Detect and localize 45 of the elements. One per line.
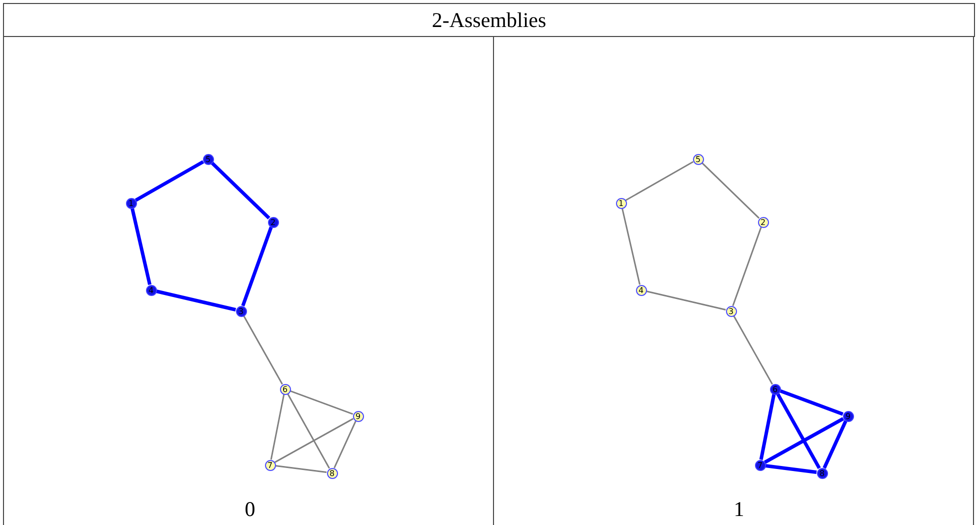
vertex-circle: 6 xyxy=(770,384,780,394)
vertex-circle: 1 xyxy=(616,198,626,208)
graph-edge xyxy=(156,290,236,312)
vertex-circle: 5 xyxy=(692,154,704,164)
graph-edge xyxy=(274,418,354,463)
vertex-circle: 8 xyxy=(816,468,828,478)
graph-edge xyxy=(701,162,760,219)
graph-edge xyxy=(780,389,844,416)
vertex-circle: 3 xyxy=(726,306,736,316)
vertex-circle: 9 xyxy=(842,410,854,422)
graph-edge xyxy=(822,420,848,469)
vertex-circle: 8 xyxy=(326,468,338,478)
graph-edge xyxy=(243,315,283,385)
vertex-circle: 2 xyxy=(268,216,278,228)
graph-edge xyxy=(733,315,773,385)
graph-edge xyxy=(270,394,285,460)
header-title: 2-Assemblies xyxy=(3,3,975,37)
panel-number: 1 xyxy=(734,497,744,522)
vertex-circle: 1 xyxy=(126,198,136,208)
graph-edge xyxy=(646,290,726,310)
vertex-circle: 2 xyxy=(758,216,768,228)
graph-edge xyxy=(622,208,640,285)
graph-edge xyxy=(776,392,821,470)
graph-edge xyxy=(241,226,273,306)
vertex-circle: 7 xyxy=(264,460,276,470)
vertex-circle: 7 xyxy=(754,460,766,470)
vertex-circle: 4 xyxy=(636,284,646,296)
graph-edge xyxy=(290,390,354,415)
graph-edge xyxy=(759,394,776,460)
vertex-circle: 5 xyxy=(202,154,214,164)
graph-edge xyxy=(275,464,327,474)
panel-number: 0 xyxy=(244,497,256,522)
graph-edge xyxy=(765,464,817,474)
graph-edge xyxy=(732,226,762,306)
graph-edge xyxy=(210,162,270,220)
vertex-circle: 3 xyxy=(236,306,246,316)
vertex-circle: 4 xyxy=(146,284,156,296)
graph-edge xyxy=(334,420,356,468)
graph-edge xyxy=(764,417,844,464)
vertex-circle: 6 xyxy=(280,384,290,394)
graph-edge xyxy=(134,160,204,202)
graph-edge xyxy=(287,393,330,469)
graph-edge xyxy=(625,161,694,201)
graph-edge xyxy=(130,208,152,286)
vertex-circle: 9 xyxy=(352,410,364,422)
